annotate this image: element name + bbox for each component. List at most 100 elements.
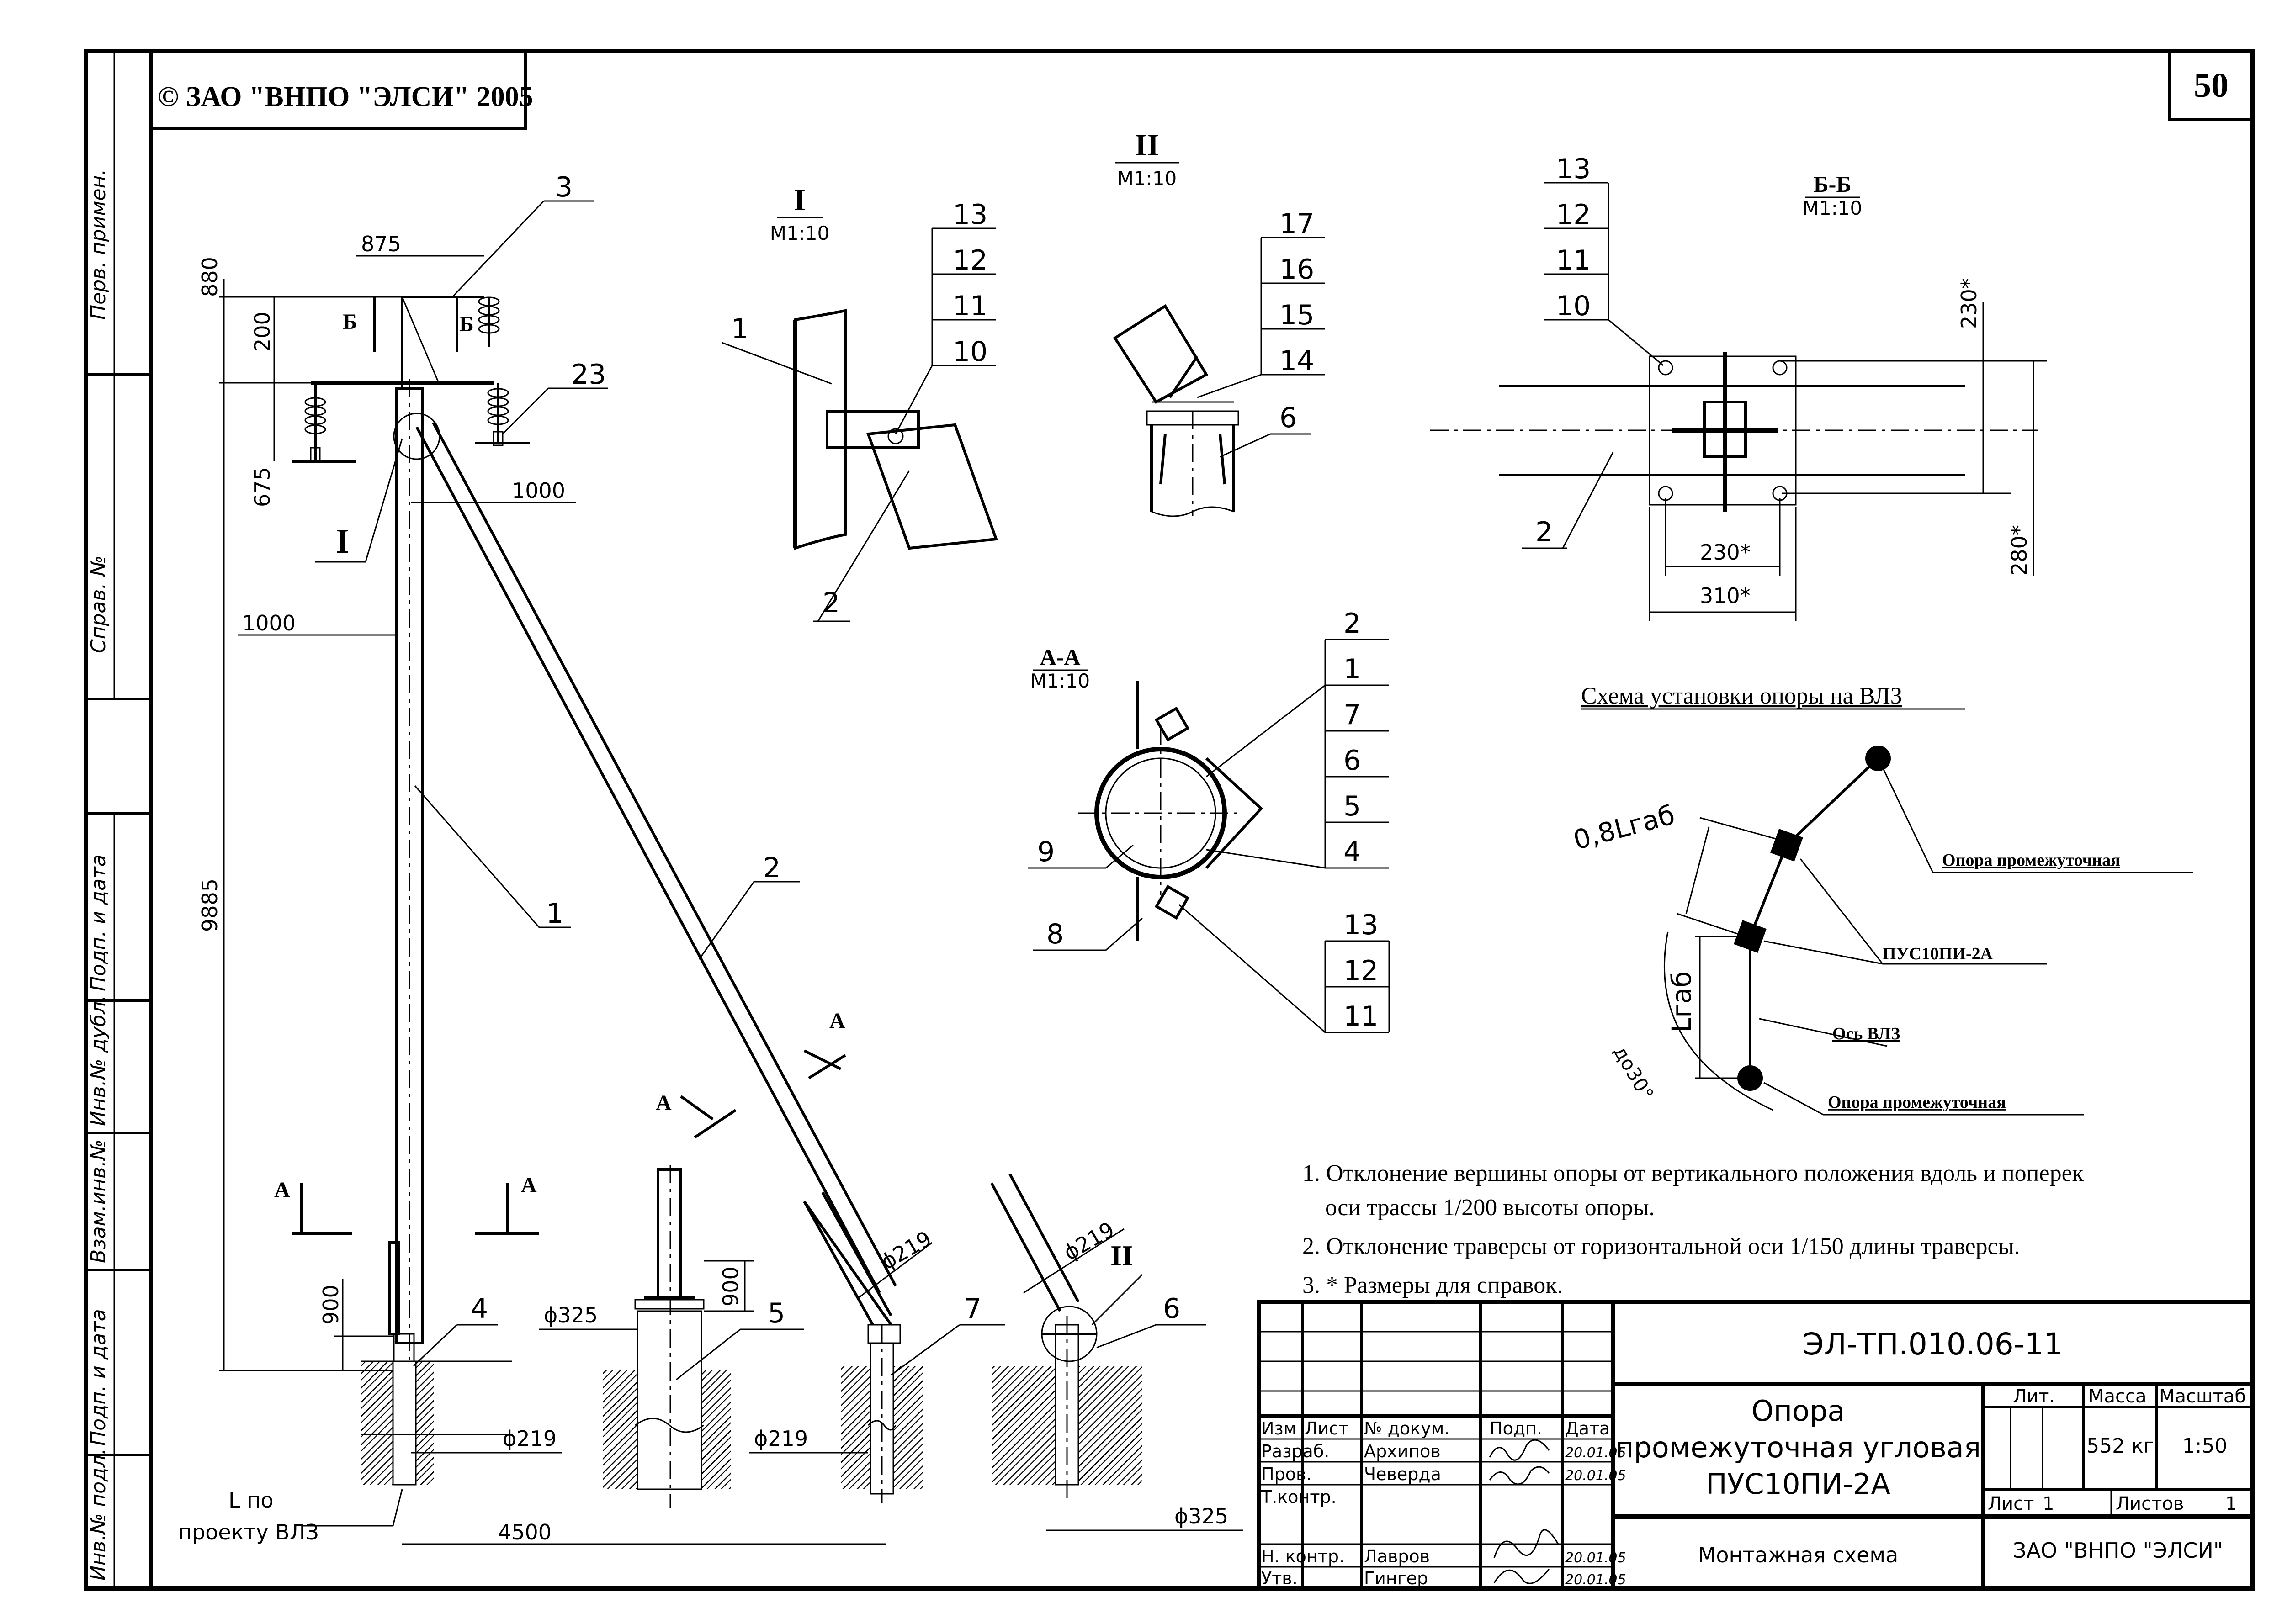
tb-row-date-nkontr: 20.01.05 (1565, 1550, 1626, 1566)
scheme: Схема установки опоры на ВЛЗ 0,8Lгаб Lга… (1570, 683, 2193, 1116)
tb-mass-value: 552 кг (2086, 1434, 2154, 1458)
d6-dim-325: ϕ325 (1174, 1504, 1228, 1529)
tb-row-name-nkontr: Лавров (1364, 1546, 1430, 1566)
tb-row-name-prov: Чеверда (1364, 1464, 1441, 1484)
tb-head-podp: Подп. (1490, 1418, 1542, 1439)
stamp-inv-podl: Инв.№ подл. (87, 1448, 110, 1581)
sheet-frame: 50 © ЗАО "ВНПО "ЭЛСИ" 2005 (84, 49, 2255, 1591)
tb-sheet-label: Лист (1988, 1493, 2034, 1514)
stamp-perv-primen: Перв. примен. (87, 169, 110, 320)
view-AA-title: А-А (1040, 644, 1081, 670)
view-BB-stack-12: 12 (1556, 199, 1591, 231)
view-II-stack-15: 15 (1279, 299, 1314, 331)
scheme-label-pole-top: Опора промежуточная (1942, 851, 2120, 870)
callouts-main: 3 23 1 2 4 L по проекту ВЛЗ (178, 171, 800, 1545)
tb-sheets-value: 1 (2225, 1493, 2237, 1514)
scheme-label-pus: ПУС10ПИ-2А (1883, 944, 1993, 963)
callout-3: 3 (555, 171, 573, 203)
detail-strut-base-6: ϕ219 II 6 ϕ325 (990, 1173, 1243, 1531)
callout-23: 23 (571, 359, 606, 391)
tb-row-date-utv: 20.01.05 (1565, 1572, 1626, 1588)
stamp-inv-dubl: Инв.№ дубл. (87, 995, 110, 1126)
dim-219: ϕ219 (503, 1426, 557, 1451)
signature-prov (1489, 1466, 1550, 1485)
tb-head-date: Дата (1565, 1418, 1610, 1439)
dim-675: 675 (250, 467, 275, 507)
view-BB-callout-2: 2 (1535, 516, 1553, 548)
dimensions-main: 880 9885 200 675 875 1000 1000 900 4500 … (197, 232, 886, 1545)
tb-row-role-razrab: Разраб. (1261, 1441, 1329, 1461)
dim-4500: 4500 (498, 1520, 552, 1545)
scheme-label-pole-bottom: Опора промежуточная (1828, 1093, 2006, 1112)
main-view: 880 9885 200 675 875 1000 1000 900 4500 … (178, 171, 897, 1545)
tb-row-role-nkontr: Н. контр. (1261, 1546, 1344, 1566)
view-II-stack-14: 14 (1279, 345, 1314, 377)
note-1: 1. Отклонение вершины опоры от вертикаль… (1302, 1160, 2084, 1186)
d7-dim-219: ϕ219 (877, 1226, 936, 1275)
signature-nkontr (1493, 1529, 1559, 1558)
view-BB-dim-310: 310* (1700, 583, 1751, 608)
signature-utv (1493, 1569, 1550, 1584)
tb-doc-code: ЭЛ-ТП.010.06-11 (1803, 1327, 2063, 1362)
stamp-podp-data-1: Подп. и дата (87, 854, 110, 991)
stamp-sprav-no: Справ. № (87, 555, 110, 653)
view-AA-callout-9: 9 (1037, 836, 1055, 868)
view-BB-stack-10: 10 (1556, 290, 1591, 322)
d6-dim-219: ϕ219 (1060, 1217, 1119, 1265)
view-BB: Б-Б М1:10 13 12 11 10 2 230* (1430, 153, 2047, 621)
copyright: © ЗАО "ВНПО "ЭЛСИ" 2005 (158, 81, 533, 112)
tb-row-role-prov: Пров. (1261, 1464, 1311, 1484)
view-BB-scale: М1:10 (1803, 197, 1863, 219)
d5-dim-325: ϕ325 (544, 1303, 598, 1328)
insulator-left (304, 383, 326, 462)
scheme-dim-L: Lгаб (1666, 971, 1697, 1032)
view-AA-scale: М1:10 (1030, 670, 1090, 692)
view-AA-stack-1: 1 (1343, 653, 1361, 685)
tb-head-izm: Изм (1261, 1418, 1296, 1439)
dim-880: 880 (197, 257, 222, 297)
note-3: 3. * Размеры для справок. (1302, 1272, 1563, 1298)
scheme-title: Схема установки опоры на ВЛЗ (1581, 683, 1902, 709)
dim-1000-left: 1000 (242, 611, 296, 635)
view-AA-stack-2: 2 (1343, 608, 1361, 640)
view-BB-dim-230-horiz: 230* (1700, 540, 1751, 565)
callout-4: 4 (471, 1293, 488, 1325)
dim-875: 875 (361, 232, 401, 256)
tb-subtitle: Монтажная схема (1698, 1543, 1899, 1567)
view-BB-title: Б-Б (1814, 171, 1852, 197)
view-AA-stack-7: 7 (1343, 699, 1361, 731)
tb-sheet-value: 1 (2043, 1493, 2054, 1514)
d7-dim-219-bottom: ϕ219 (754, 1426, 808, 1451)
view-I-stack-11: 11 (953, 290, 987, 322)
view-I-stack-10: 10 (953, 336, 987, 368)
tb-lit-head: Лит. (2013, 1386, 2055, 1407)
dim-9885: 9885 (197, 878, 222, 932)
tb-row-role-utv: Утв. (1261, 1568, 1298, 1588)
tb-row-name-utv: Гингер (1364, 1568, 1428, 1588)
view-II-title: II (1135, 127, 1159, 162)
view-II-scale: М1:10 (1117, 167, 1177, 190)
signature-razrab (1489, 1439, 1550, 1461)
callout-2: 2 (763, 852, 780, 884)
title-block: Изм Лист № докум. Подп. Дата Разраб. Арх… (1257, 1300, 2255, 1591)
view-I: I М1:10 13 12 11 10 1 2 (722, 182, 998, 622)
dim-900: 900 (318, 1285, 343, 1325)
tb-row-date-prov: 20.01.05 (1565, 1468, 1626, 1484)
stamp-podp-data-2: Подп. и дата (87, 1309, 110, 1446)
callout-5: 5 (768, 1297, 785, 1329)
view-II-callout-6: 6 (1279, 402, 1297, 434)
scheme-label-axis: Ось ВЛЗ (1832, 1024, 1900, 1043)
callout-1: 1 (546, 898, 563, 930)
view-I-callout-2: 2 (823, 587, 840, 619)
tb-scale-value: 1:50 (2182, 1434, 2228, 1458)
section-a-3: А (656, 1091, 672, 1115)
dim-1000-right: 1000 (512, 478, 565, 503)
scheme-pole-top (1865, 746, 1891, 771)
section-markers: Б Б А А А А I (274, 297, 846, 1235)
side-stamp: Перв. примен. Справ. № Подп. и дата Инв.… (86, 51, 151, 1588)
node-I-marker: I (336, 522, 350, 561)
node-II-marker: II (1110, 1239, 1133, 1272)
view-BB-stack-13: 13 (1556, 153, 1591, 185)
notes: 1. Отклонение вершины опоры от вертикаль… (1302, 1160, 2084, 1298)
